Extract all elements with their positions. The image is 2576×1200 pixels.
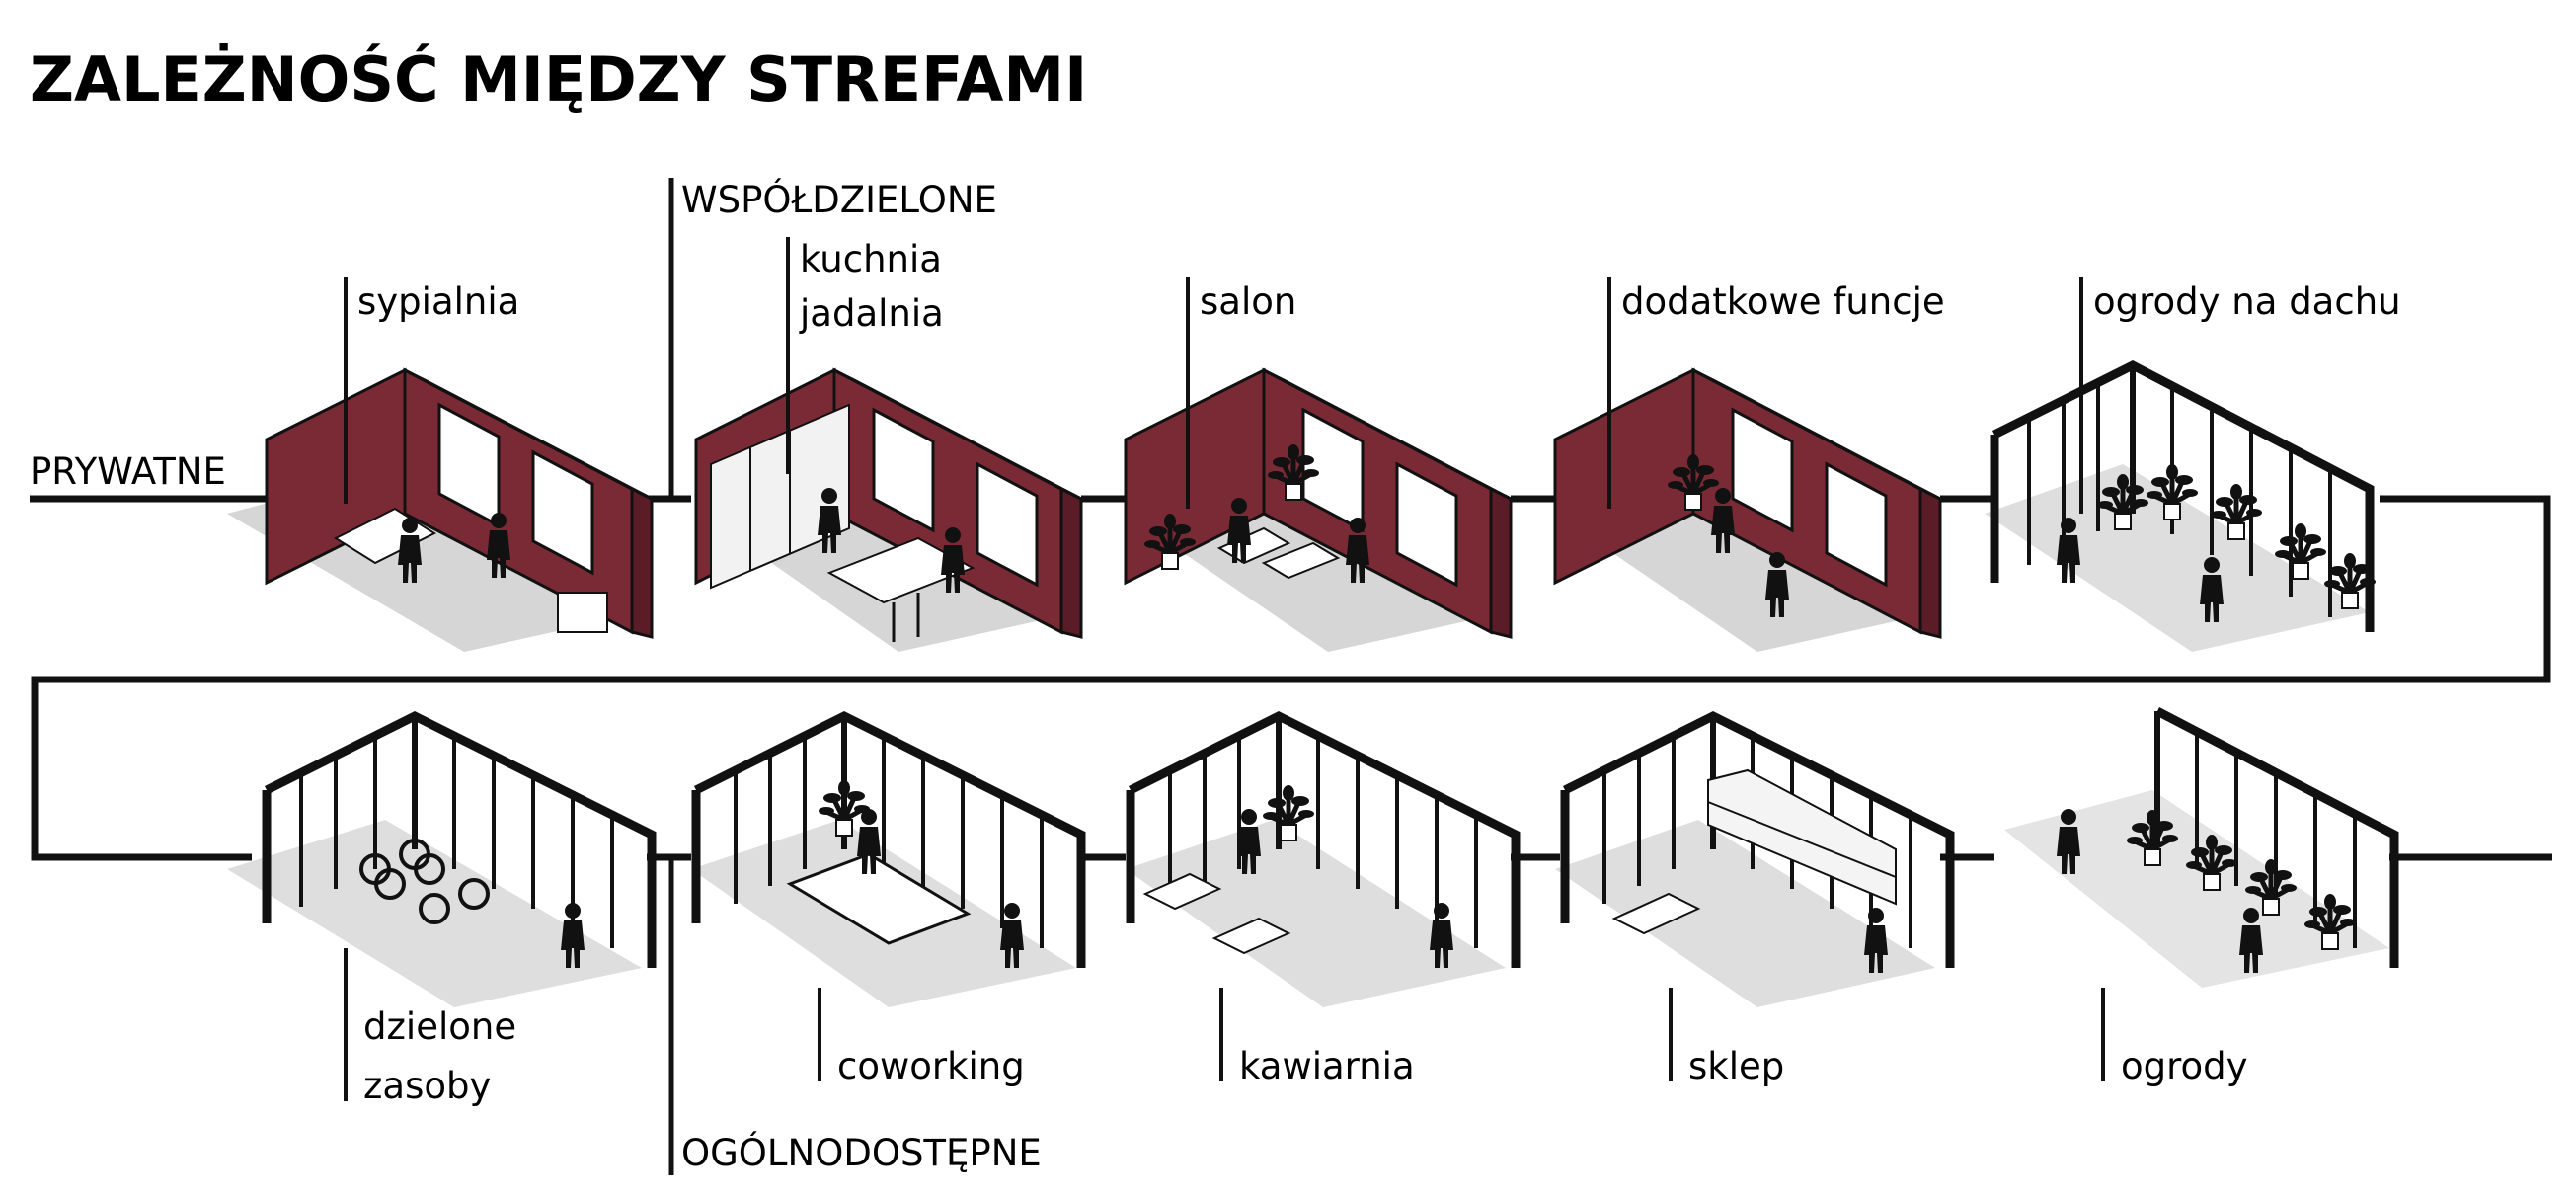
room-ogrody-na-dachu	[1985, 360, 2376, 652]
bottom-zone-labels: dzielone zasoby coworking kawiarnia skle…	[344, 948, 2248, 1107]
label-shared: WSPÓŁDZIELONE	[681, 178, 997, 221]
zone-label-dzielone: dzielone	[363, 1005, 516, 1048]
zone-label-jadalnia: jadalnia	[799, 292, 944, 335]
flow-line	[30, 495, 2552, 861]
zone-label-coworking: coworking	[837, 1045, 1025, 1087]
zone-label-dodatkowe: dodatkowe funcje	[1621, 280, 1945, 323]
zone-label-sklep: sklep	[1688, 1045, 1784, 1087]
room-dzielone-zasoby	[227, 710, 657, 1007]
zone-label-sypialnia: sypialnia	[357, 280, 519, 323]
room-ogrody	[2004, 707, 2399, 988]
room-sypialnia	[227, 367, 654, 652]
zone-label-zasoby: zasoby	[363, 1065, 491, 1107]
label-public: OGÓLNODOSTĘPNE	[681, 1131, 1042, 1174]
room-coworking	[691, 710, 1086, 1007]
room-kawiarnia	[1126, 710, 1521, 1007]
zone-label-kawiarnia: kawiarnia	[1239, 1045, 1415, 1087]
zone-label-kuchnia: kuchnia	[800, 238, 942, 280]
zone-label-salon: salon	[1200, 280, 1296, 323]
room-salon	[1124, 367, 1513, 652]
page-title: ZALEŻNOŚĆ MIĘDZY STREFAMI	[30, 43, 1087, 116]
room-kuchnia-jadalnia	[694, 367, 1083, 652]
zone-label-ogrody-na-dachu: ogrody na dachu	[2093, 280, 2401, 323]
room-sklep	[1555, 710, 1955, 1007]
zone-label-ogrody: ogrody	[2121, 1045, 2248, 1087]
top-zone-labels: sypialnia kuchnia jadalnia salon dodatko…	[344, 237, 2401, 514]
room-dodatkowe-funkcje	[1553, 367, 1942, 652]
label-private: PRYWATNE	[30, 450, 226, 493]
